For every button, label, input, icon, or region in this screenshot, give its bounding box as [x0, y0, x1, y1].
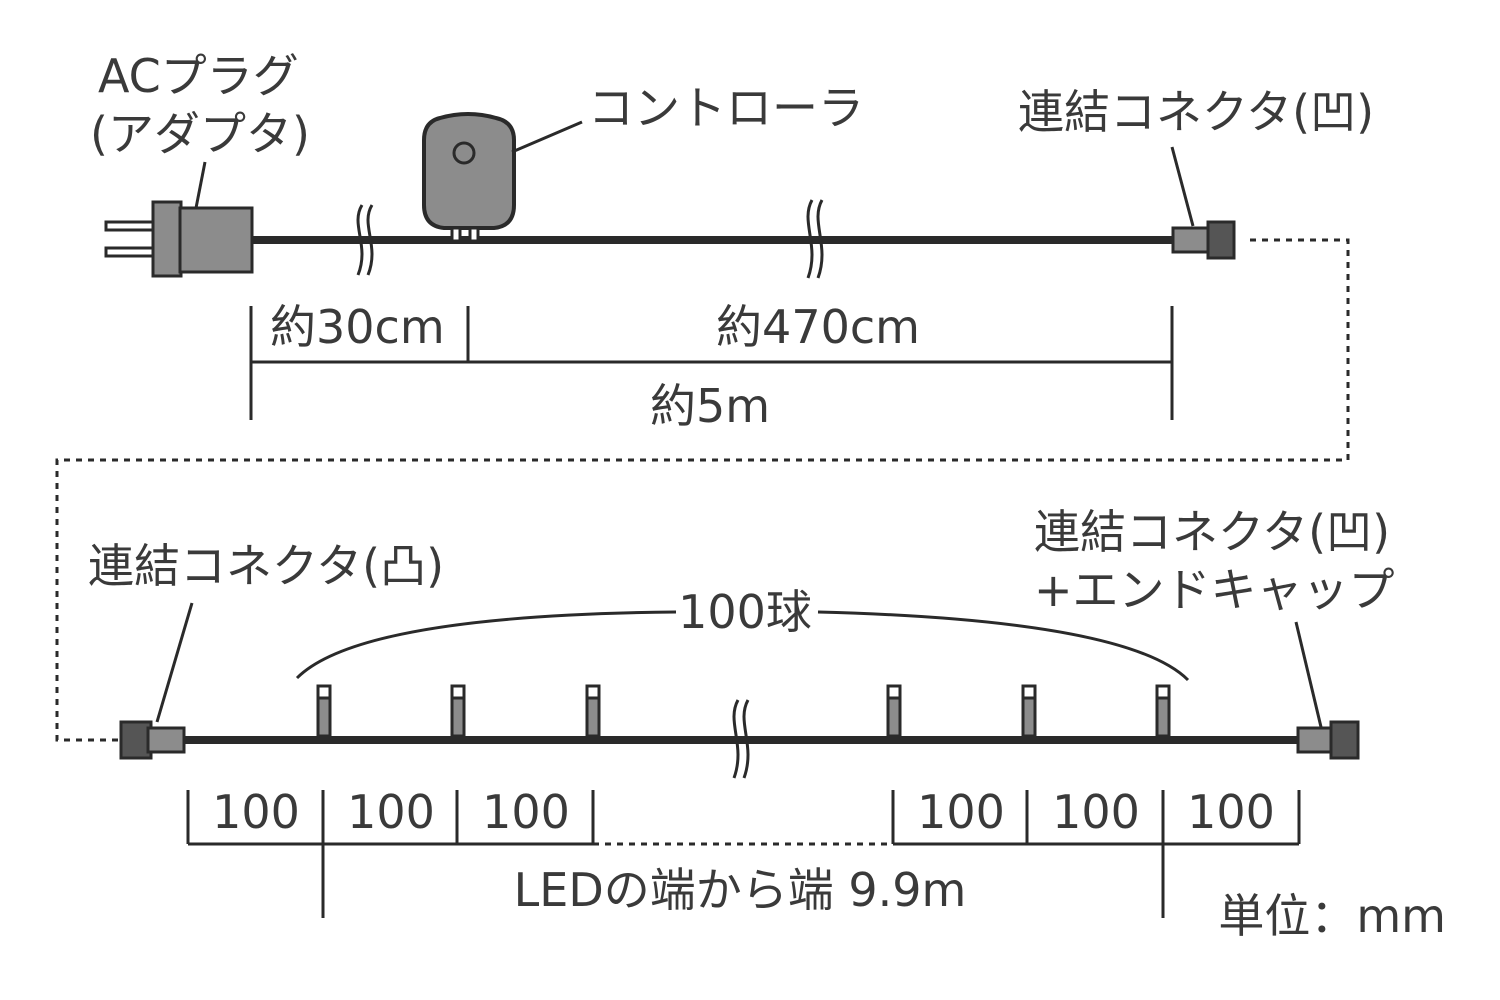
bulb-count-arc-left — [295, 610, 677, 680]
connector-female-end-body — [1296, 726, 1336, 754]
connector-female-top-socket — [1206, 220, 1236, 260]
dim-pitch-label: 100 — [482, 785, 570, 839]
power-cable-section: ACプラグ (アダプタ) コントローラ 連結コネクタ(凹) — [90, 49, 1374, 279]
cable-break-mark-2b — [816, 199, 824, 279]
plug-label-line2: (アダプタ) — [90, 107, 310, 161]
led-cable-break-mark-a — [732, 699, 740, 779]
connection-dotted-line — [55, 238, 1350, 742]
cable-break-mark-2a — [806, 199, 814, 279]
led-bulb — [316, 684, 332, 738]
dim-pitch-label: 100 — [1052, 785, 1140, 839]
connector-female-end-cap — [1329, 720, 1360, 760]
cable-break-mark-1b — [366, 204, 374, 276]
led-bulb — [1021, 684, 1037, 738]
connector-female-end-label-line1: 連結コネクタ(凹) — [1034, 505, 1390, 559]
connector-female-top-leader — [1170, 146, 1195, 227]
dim-controller-connector-label: 約470cm — [716, 300, 920, 354]
connector-female-end-label-line2: +エンドキャップ — [1034, 563, 1395, 617]
controller-body — [422, 112, 516, 230]
led-bulb — [585, 684, 601, 738]
controller-leader-line — [511, 120, 583, 154]
unit-label: 単位：mm — [1218, 889, 1446, 943]
dim-plug-controller-label: 約30cm — [270, 300, 445, 354]
controller-label: コントローラ — [588, 81, 864, 135]
controller-button-icon — [452, 141, 476, 165]
dim-pitch-label: 100 — [917, 785, 1005, 839]
led-bulb — [450, 684, 466, 738]
bulb-count-label: 100球 — [678, 585, 812, 639]
led-string-dimensions: 100 100 100 100 100 100 LEDの端から端 9.9m 単位… — [186, 785, 1446, 943]
connector-female-top-body — [1171, 226, 1213, 254]
dim-pitch-label: 100 — [212, 785, 300, 839]
connector-female-top-label: 連結コネクタ(凹) — [1018, 85, 1374, 139]
connector-male-body — [146, 726, 186, 754]
bulb-count-arc-right — [817, 610, 1190, 682]
connector-male-leader — [155, 602, 194, 723]
plug-prong-bottom — [104, 246, 158, 258]
ac-plug-body — [178, 206, 254, 274]
cable-break-mark-1a — [356, 204, 364, 276]
led-string-section: 100球 連結コネクタ(凸) 連結コネクタ(凹) +エンドキャップ — [88, 505, 1395, 779]
led-bulb — [1155, 684, 1171, 738]
controller-foot-left — [450, 226, 462, 243]
dim-pitch-label: 100 — [1187, 785, 1275, 839]
dim-cable-total-label: 約5m — [650, 379, 770, 433]
led-bulb — [886, 684, 902, 738]
connector-male-label: 連結コネクタ(凸) — [88, 539, 444, 593]
plug-prong-top — [104, 220, 158, 232]
connector-female-end-leader — [1294, 621, 1323, 728]
plug-leader-line — [194, 161, 207, 209]
plug-label-line1: ACプラグ — [98, 49, 299, 103]
dim-led-span-label: LEDの端から端 9.9m — [514, 863, 967, 917]
connector-male-plug — [119, 720, 153, 760]
power-cable-dimensions: 約30cm 約470cm 約5m — [249, 300, 1174, 433]
dim-pitch-label: 100 — [347, 785, 435, 839]
controller-foot-right — [468, 226, 480, 243]
plug-flange — [151, 200, 183, 278]
led-cable-break-mark-b — [742, 699, 750, 779]
